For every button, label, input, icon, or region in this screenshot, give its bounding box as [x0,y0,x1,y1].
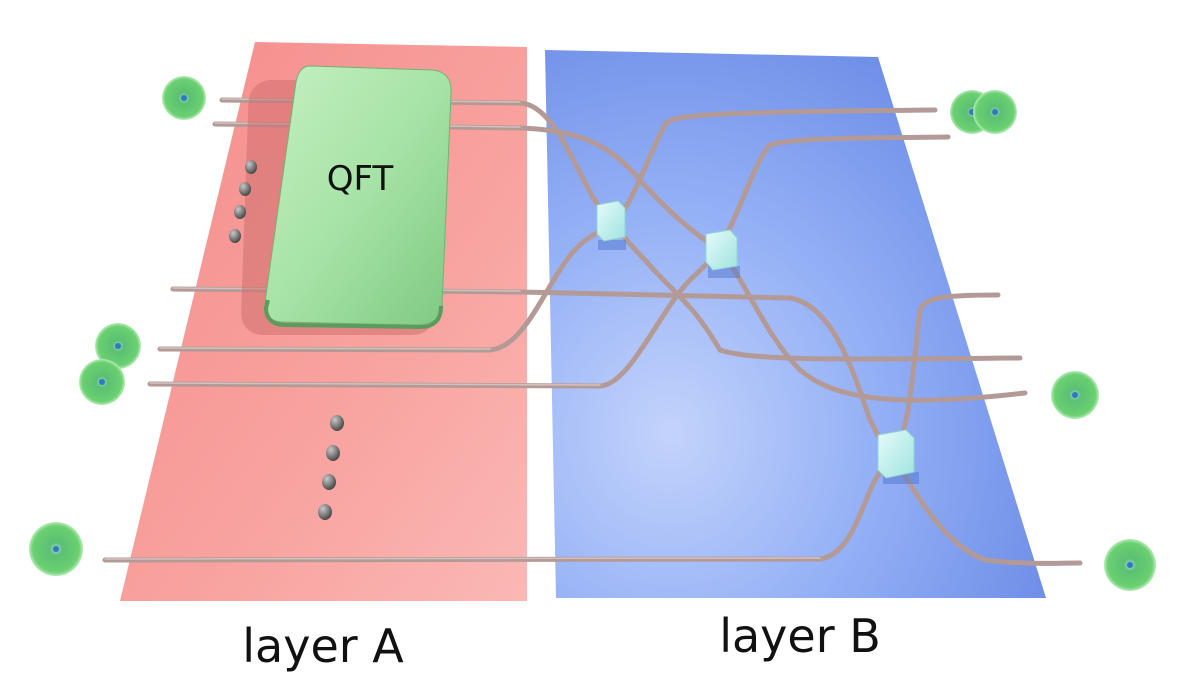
qft-block: QFT [241,65,452,335]
photon-icon [973,90,1017,134]
coupler-1 [596,200,626,250]
photon-icon [162,76,206,120]
photons [29,76,1156,591]
ellipsis-dots-upper [229,160,257,243]
layer-a-label: layer A [242,619,404,673]
photon-icon [1104,539,1156,591]
coupler-2 [705,229,740,278]
photon-icon [79,359,125,405]
coupler-3 [877,429,919,484]
layer-b-label: layer B [719,609,881,663]
layer-b-plane [545,50,1046,598]
photon-icon [29,522,83,576]
qft-label: QFT [327,159,394,199]
ellipsis-dots-lower [318,415,344,520]
photon-icon [1051,371,1099,419]
photon-icon [95,323,141,369]
